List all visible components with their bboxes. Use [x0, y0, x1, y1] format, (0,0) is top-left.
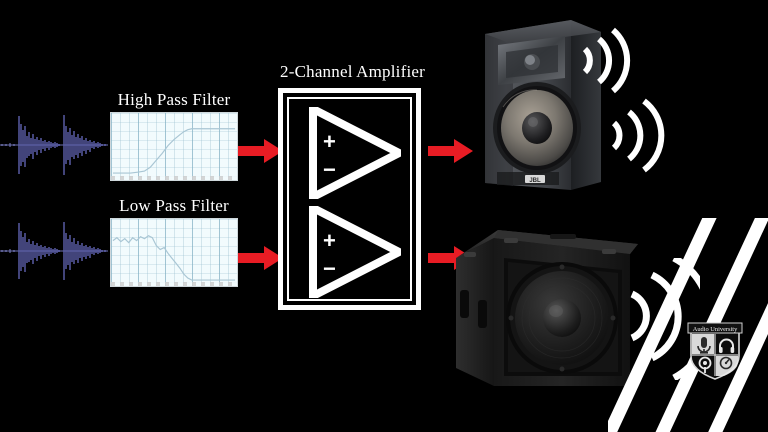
low-pass-curve: [112, 235, 236, 281]
channel-2-minus-sign: −: [323, 256, 336, 281]
plot-x-axis-ticks: [111, 282, 237, 286]
channel-1-minus-sign: −: [323, 157, 336, 182]
arrow-amp-to-monitor: [428, 138, 474, 164]
arrow-hpf-to-amp: [238, 138, 284, 164]
high-pass-filter-plot: [110, 112, 238, 181]
microphone-icon: [697, 337, 711, 354]
amplifier-channel-1-symbol: + −: [309, 102, 408, 204]
amplifier-label: 2-Channel Amplifier: [280, 62, 425, 81]
audio-waveform-top: [0, 112, 108, 178]
sound-wave-arcs-tweeter: [575, 22, 645, 97]
subwoofer-cabinet: [452, 218, 652, 396]
high-pass-filter-label: High Pass Filter: [117, 90, 231, 109]
headphone-earcup-right: [730, 347, 735, 353]
studio-monitor-speaker: JBL: [473, 12, 613, 197]
knob-icon: [719, 356, 733, 370]
headphones-icon: [719, 338, 734, 349]
low-pass-filter-label: Low Pass Filter: [119, 196, 229, 215]
low-pass-filter-plot: [110, 218, 238, 287]
channel-2-plus-sign: +: [323, 228, 336, 253]
high-pass-curve: [112, 128, 236, 174]
fader-icon: [698, 356, 712, 373]
logo-text: Audio University: [693, 326, 738, 333]
two-channel-amplifier: + − + −: [278, 88, 421, 310]
arrow-lpf-to-amp: [238, 245, 284, 271]
audio-university-logo: Audio University: [686, 320, 744, 382]
amplifier-inner-border: [287, 97, 412, 301]
plot-grid-major: [111, 113, 237, 180]
audio-waveform-bottom: [0, 218, 108, 284]
plot-x-axis-ticks: [111, 176, 237, 180]
channel-1-plus-sign: +: [323, 129, 336, 154]
svg-text:JBL: JBL: [529, 178, 541, 184]
plot-grid-major: [111, 219, 237, 286]
sound-wave-arcs-monitor-woofer: [606, 92, 678, 178]
amplifier-channel-2-symbol: + −: [309, 201, 408, 303]
headphone-earcup-left: [719, 347, 723, 353]
